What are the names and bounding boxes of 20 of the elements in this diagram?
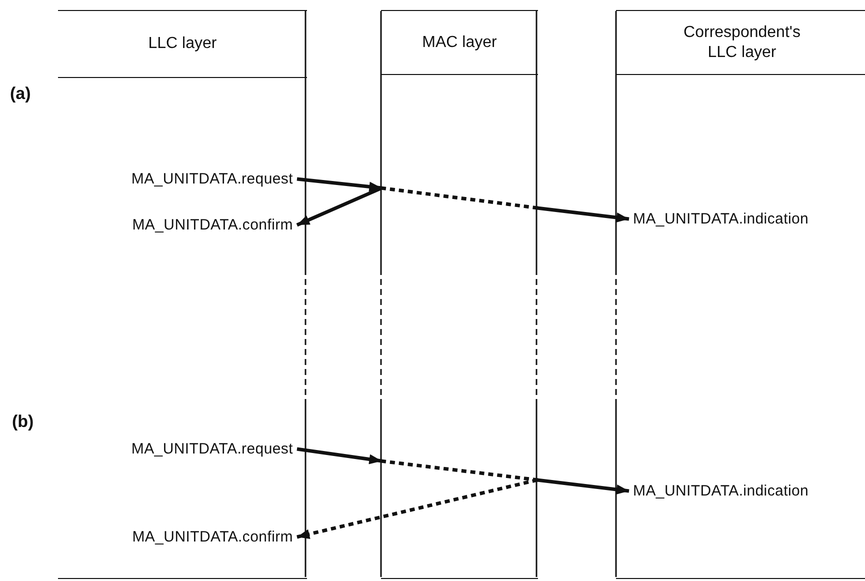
layer-heading: Correspondent's LLC layer	[682, 23, 802, 62]
primitive-label: MA_UNITDATA.request	[131, 440, 293, 458]
primitive-label: MA_UNITDATA.confirm	[132, 216, 293, 234]
layer-heading: LLC layer	[148, 34, 217, 54]
arrow	[537, 478, 630, 494]
layer-column	[381, 10, 538, 579]
part-label: (a)	[10, 84, 31, 104]
arrow	[296, 186, 382, 227]
arrow	[296, 447, 382, 464]
primitive-label: MA_UNITDATA.indication	[633, 482, 809, 500]
layer-column	[616, 10, 865, 579]
primitive-label: MA_UNITDATA.indication	[633, 210, 809, 228]
arrow	[296, 177, 382, 192]
layer-column	[58, 10, 307, 579]
primitive-label: MA_UNITDATA.confirm	[132, 528, 293, 546]
arrow	[296, 478, 538, 539]
arrow	[537, 206, 630, 222]
primitive-label: MA_UNITDATA.request	[131, 170, 293, 188]
layer-heading: MAC layer	[422, 32, 497, 52]
part-label: (b)	[12, 412, 34, 432]
